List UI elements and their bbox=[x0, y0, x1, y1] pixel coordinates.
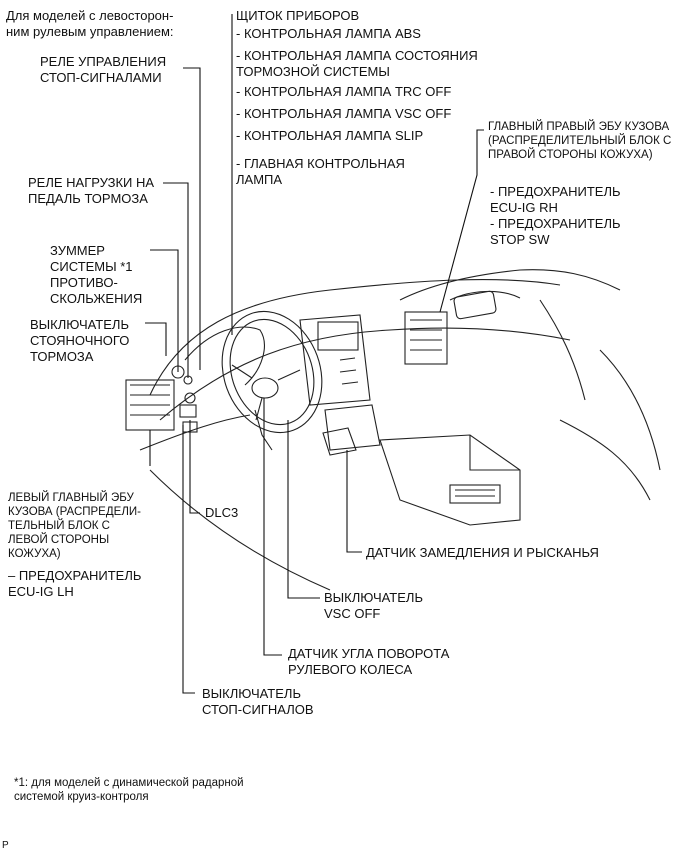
cluster-item-vsc-off: - КОНТРОЛЬНАЯ ЛАМПА VSC OFF bbox=[236, 106, 452, 121]
parking-brake-switch-label: ВЫКЛЮЧАТЕЛЬ СТОЯНОЧНОГО ТОРМОЗА bbox=[30, 317, 130, 364]
yaw-rate-sensor-label: ДАТЧИК ЗАМЕДЛЕНИЯ И РЫСКАНЬЯ bbox=[366, 545, 599, 560]
brake-load-relay-label: РЕЛЕ НАГРУЗКИ НА ПЕДАЛЬ ТОРМОЗА bbox=[28, 175, 155, 206]
lhd-note: Для моделей с левосторон- ним рулевым уп… bbox=[6, 8, 174, 39]
steering-angle-sensor-label: ДАТЧИК УГЛА ПОВОРОТА РУЛЕВОГО КОЛЕСА bbox=[288, 646, 450, 677]
stop-light-relay-label: РЕЛЕ УПРАВЛЕНИЯ СТОП-СИГНАЛАМИ bbox=[40, 54, 167, 85]
right-fuses-label: - ПРЕДОХРАНИТЕЛЬ ECU-IG RH - ПРЕДОХРАНИТ… bbox=[490, 184, 621, 247]
stop-light-switch-label: ВЫКЛЮЧАТЕЛЬ СТОП-СИГНАЛОВ bbox=[202, 686, 314, 717]
vsc-off-switch-label: ВЫКЛЮЧАТЕЛЬ VSC OFF bbox=[324, 590, 423, 621]
cluster-item-slip: - КОНТРОЛЬНАЯ ЛАМПА SLIP bbox=[236, 128, 424, 143]
footnote: *1: для моделей с динамической радарной … bbox=[14, 777, 244, 803]
cluster-item-brake: - КОНТРОЛЬНАЯ ЛАМПА СОСТОЯНИЯ ТОРМОЗНОЙ … bbox=[236, 48, 478, 79]
left-body-ecu-label: ЛЕВЫЙ ГЛАВНЫЙ ЭБУ КУЗОВА (РАСПРЕДЕЛИ- ТЕ… bbox=[8, 492, 141, 560]
corner-mark: P bbox=[2, 840, 9, 851]
cluster-item-master: - ГЛАВНАЯ КОНТРОЛЬНАЯ ЛАМПА bbox=[236, 156, 405, 187]
cluster-item-abs: - КОНТРОЛЬНАЯ ЛАМПА ABS bbox=[236, 26, 421, 41]
skid-buzzer-label: ЗУММЕР СИСТЕМЫ *1 ПРОТИВО- СКОЛЬЖЕНИЯ bbox=[50, 243, 143, 306]
right-body-ecu-label: ГЛАВНЫЙ ПРАВЫЙ ЭБУ КУЗОВА (РАСПРЕДЕЛИТЕЛ… bbox=[488, 121, 672, 161]
cluster-item-trc-off: - КОНТРОЛЬНАЯ ЛАМПА TRC OFF bbox=[236, 84, 452, 99]
dlc3-label: DLC3 bbox=[205, 505, 239, 520]
cluster-title: ЩИТОК ПРИБОРОВ bbox=[236, 8, 360, 23]
ecu-ig-lh-fuse-label: – ПРЕДОХРАНИТЕЛЬ ECU-IG LH bbox=[8, 568, 142, 599]
